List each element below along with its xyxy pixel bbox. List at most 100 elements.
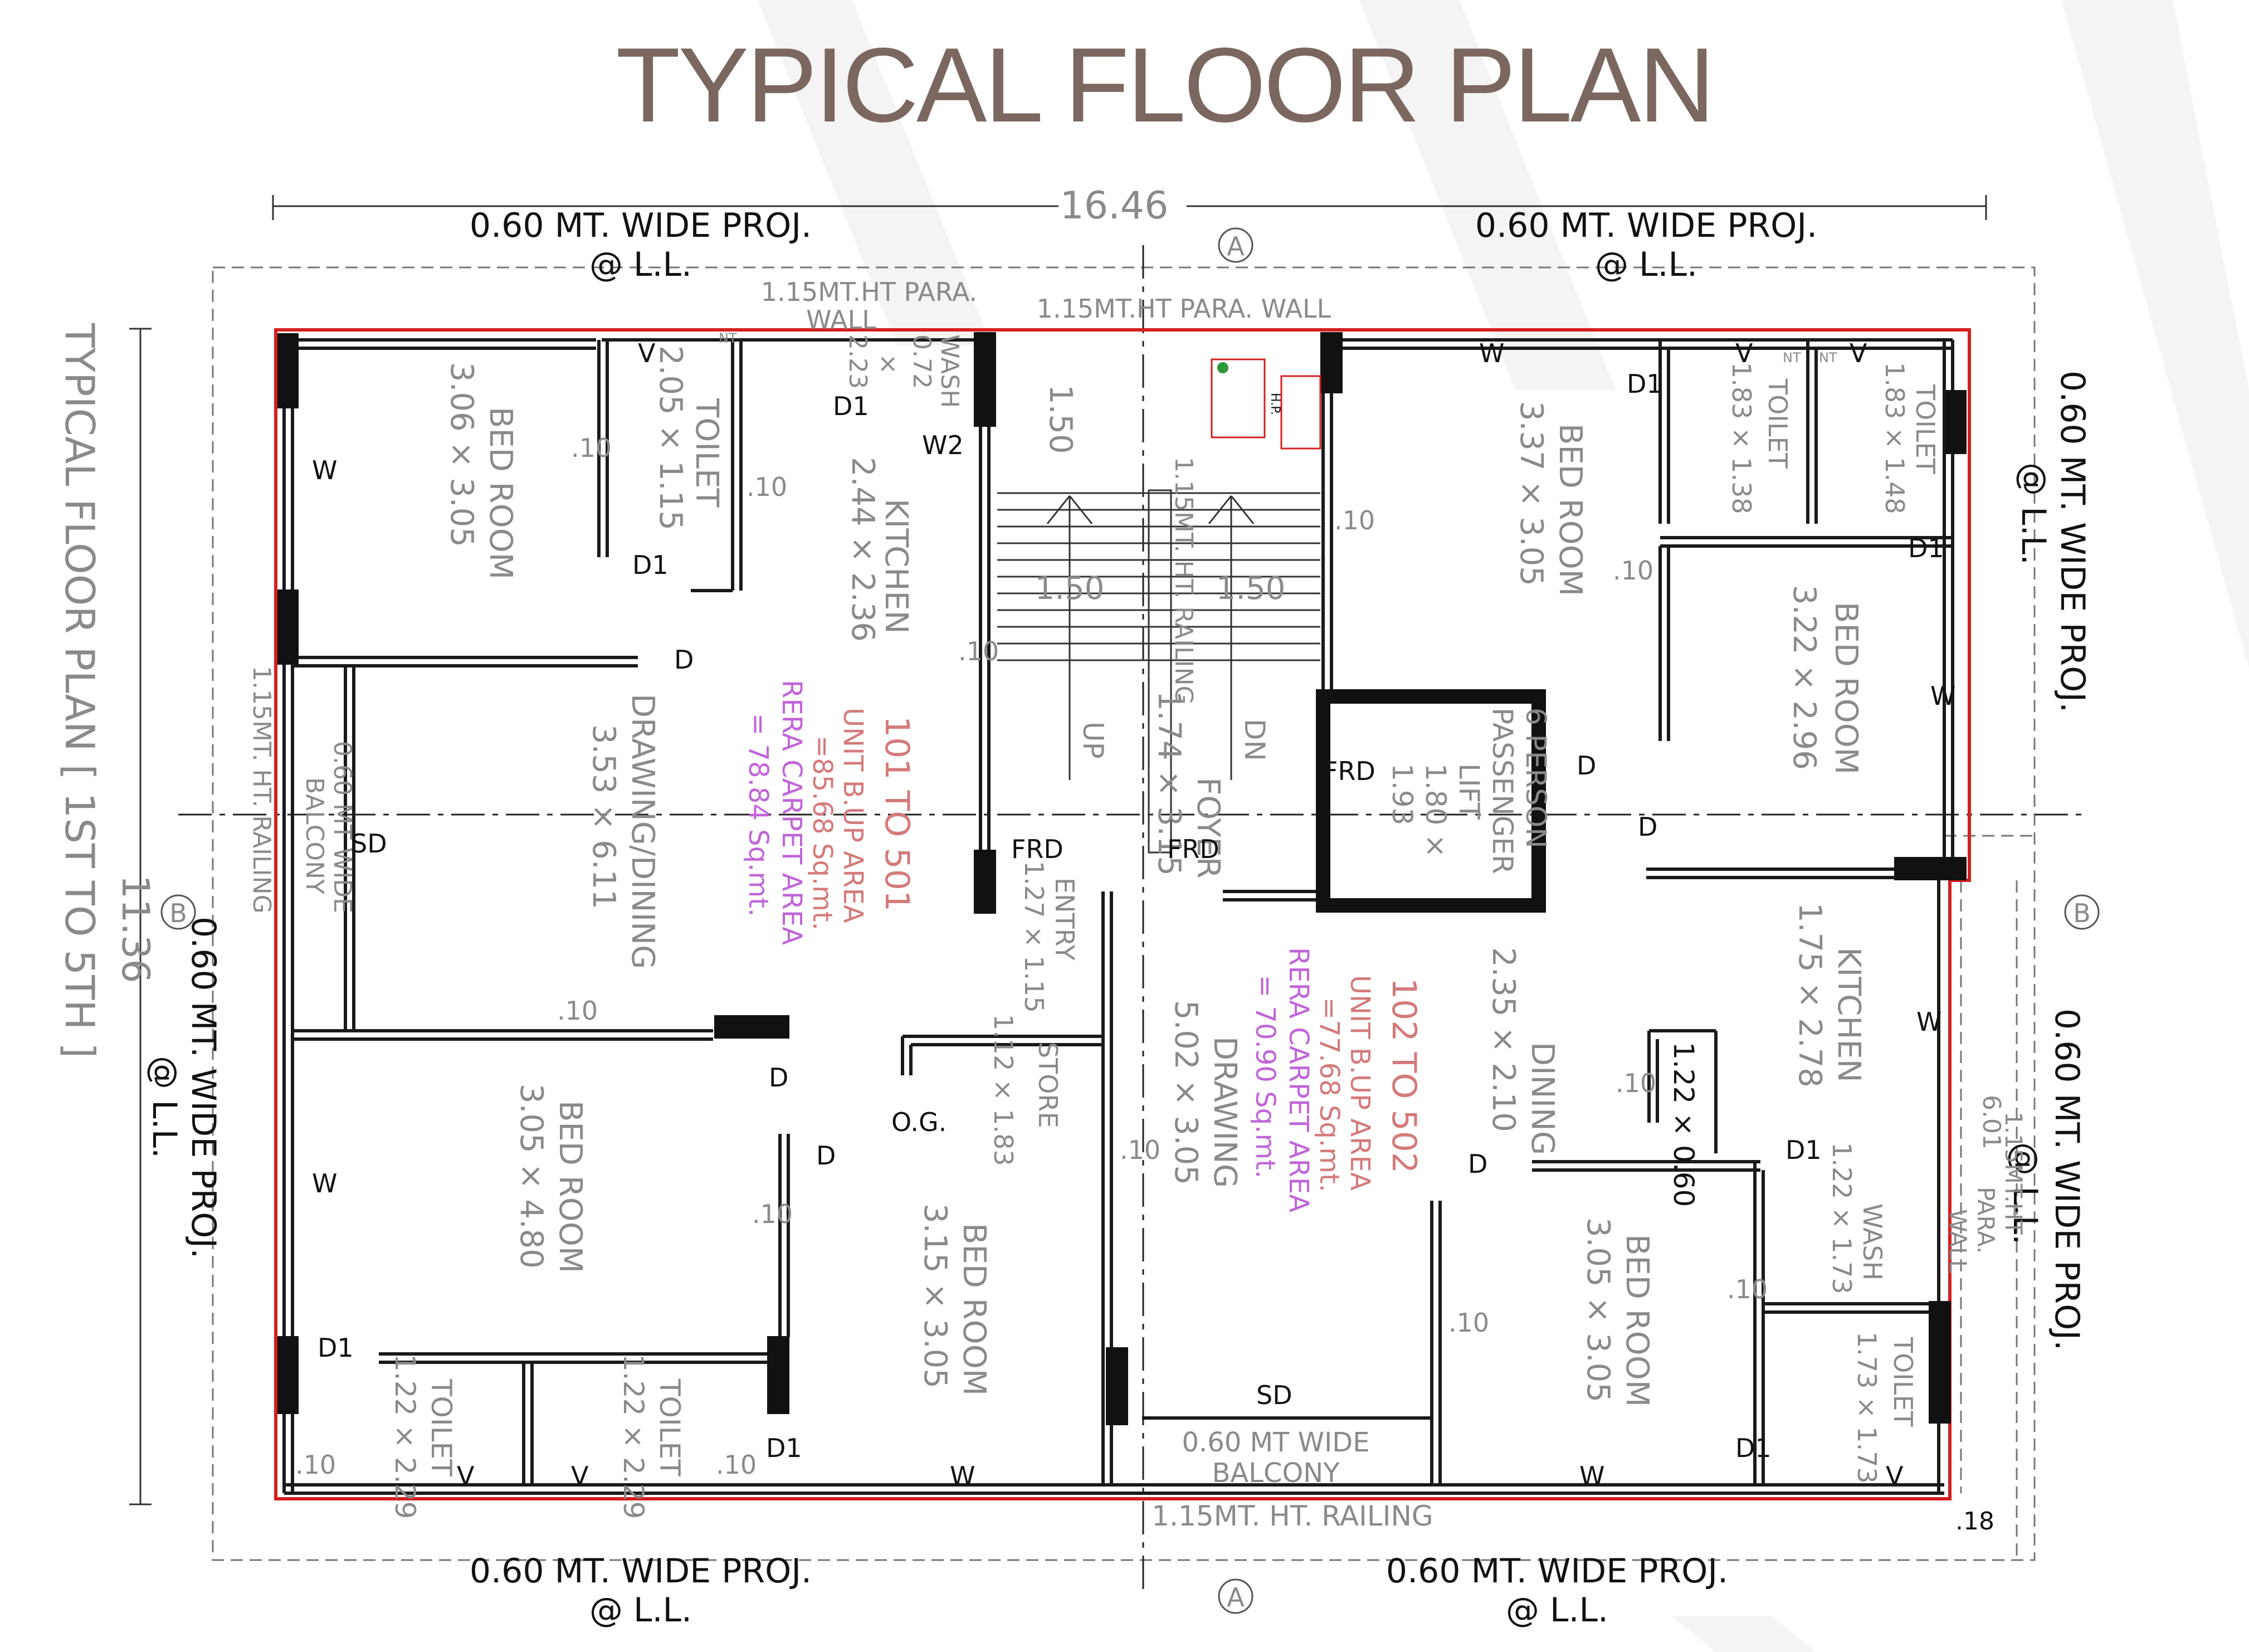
hp-label: H.P. bbox=[1268, 393, 1282, 415]
para-wall-top-left-1: 1.15MT.HT PARA. bbox=[761, 277, 977, 307]
hp-fixture bbox=[1211, 358, 1321, 450]
tag-thk-10: .10 bbox=[1616, 1068, 1656, 1098]
room-toilet-bl1-name: TOILET bbox=[425, 1378, 457, 1476]
room-bed-tr-name: BED ROOM bbox=[1552, 423, 1588, 596]
proj-top-left-1: 0.60 MT. WIDE PROJ. bbox=[470, 206, 812, 245]
rooms: BED ROOM 3.06 × 3.05 TOILET 2.05 × 1.15 … bbox=[300, 334, 1940, 1519]
unit-102-carpet-2: = 70.90 Sq.mt. bbox=[1250, 975, 1281, 1178]
corner-dim: .18 bbox=[1955, 1507, 1994, 1536]
tag-thk-7: .10 bbox=[752, 1199, 793, 1229]
room-drawing-r-name: DRAWING bbox=[1207, 1036, 1243, 1188]
room-wash-l-w: 0.72 bbox=[908, 334, 936, 389]
room-bed-bc-size: 3.15 × 3.05 bbox=[917, 1203, 953, 1388]
para-wall-top-left-2: WALL bbox=[806, 305, 876, 335]
room-bed-r-size: 3.22 × 2.96 bbox=[1786, 585, 1822, 770]
unit-102-carpet-1: RERA CARPET AREA bbox=[1283, 947, 1314, 1212]
section-marker-a-bottom: A bbox=[1227, 1582, 1245, 1612]
proj-right-lower-2: @ L.L. bbox=[2006, 1142, 2045, 1245]
overall-width: 16.46 bbox=[1060, 184, 1169, 228]
unit-101-buildup-1: UNIT B.UP AREA bbox=[837, 708, 869, 923]
room-toilet-bl1-size: 1.22 × 2.29 bbox=[389, 1354, 421, 1519]
tag-d1-6: D1 bbox=[1908, 533, 1944, 563]
background-chevrons bbox=[758, 0, 2249, 1652]
para-wall-top-center: 1.15MT.HT PARA. WALL bbox=[1037, 294, 1331, 324]
tag-w-4: W bbox=[1479, 338, 1504, 368]
room-bed-bl-size: 3.05 × 4.80 bbox=[513, 1084, 549, 1269]
tag-d-4: D bbox=[1577, 751, 1596, 781]
room-drawing-dining-l-name: DRAWING/DINING bbox=[625, 694, 661, 969]
tag-v-1: V bbox=[638, 338, 656, 368]
tag-thk-13: .10 bbox=[716, 1450, 757, 1480]
tag-d1-8: D1 bbox=[1735, 1433, 1772, 1463]
para-wall-right-3: WALL bbox=[1944, 1209, 1972, 1273]
proj-bottom-right-2: @ L.L. bbox=[1506, 1591, 1608, 1630]
tag-thk-2: .10 bbox=[747, 472, 787, 502]
tag-frd-2: FRD bbox=[1167, 834, 1219, 864]
tag-w2: W2 bbox=[922, 430, 964, 460]
tag-thk-6: .10 bbox=[557, 996, 598, 1026]
para-wall-right-2: PARA. bbox=[1972, 1187, 1999, 1254]
section-marker-a-top: A bbox=[1227, 231, 1245, 261]
section-axis bbox=[178, 245, 2084, 1593]
proj-bottom-left-2: @ L.L. bbox=[589, 1591, 692, 1630]
room-balcony-c-1: 0.60 MT WIDE bbox=[1182, 1427, 1369, 1458]
room-entry-name: ENTRY bbox=[1050, 878, 1080, 961]
room-toilet-tr1-name: TOILET bbox=[1763, 378, 1793, 469]
proj-top-right-1: 0.60 MT. WIDE PROJ. bbox=[1475, 206, 1817, 245]
room-bed-r-name: BED ROOM bbox=[1828, 602, 1864, 774]
room-wash-r-name: WASH bbox=[1857, 1203, 1887, 1280]
room-bed-tl-size: 3.06 × 3.05 bbox=[443, 362, 480, 547]
proj-bottom-right-1: 0.60 MT. WIDE PROJ. bbox=[1386, 1552, 1728, 1591]
room-wash-r-size: 1.22 × 1.73 bbox=[1827, 1142, 1857, 1294]
tag-w-2: W bbox=[312, 1168, 337, 1198]
room-drawing-r-size: 5.02 × 3.05 bbox=[1168, 1000, 1204, 1185]
room-lift-1: 6 PERSON bbox=[1520, 708, 1552, 849]
tag-d1-4: D1 bbox=[766, 1433, 802, 1463]
stair-landing-left: 1.50 bbox=[1035, 571, 1105, 607]
room-bed-tr-size: 3.37 × 3.05 bbox=[1513, 401, 1549, 586]
room-toilet-tr2-name: TOILET bbox=[1910, 384, 1940, 475]
tag-thk-1: .10 bbox=[571, 433, 612, 463]
staircase bbox=[997, 489, 1320, 854]
overall-depth: 11.36 bbox=[113, 875, 157, 983]
tag-thk-5: .10 bbox=[1613, 555, 1653, 586]
proj-right-upper-2: @ L.L. bbox=[2014, 462, 2053, 565]
room-bed-tl-name: BED ROOM bbox=[482, 407, 519, 579]
tag-nt-2: NT bbox=[1783, 350, 1801, 366]
room-toilet-tl-size: 2.05 × 1.15 bbox=[652, 345, 689, 530]
section-marker-b-right: B bbox=[2073, 898, 2091, 928]
unit-102: 102 TO 502 UNIT B.UP AREA =77.68 Sq.mt. … bbox=[1250, 947, 1423, 1212]
room-lift-4: 1.80 × bbox=[1419, 763, 1452, 857]
room-toilet-br-name: TOILET bbox=[1888, 1337, 1918, 1427]
room-bed-bl-name: BED ROOM bbox=[552, 1100, 588, 1273]
tag-w-3: W bbox=[950, 1461, 975, 1491]
stair-landing-right: 1.50 bbox=[1216, 571, 1286, 607]
room-toilet-bl2-name: TOILET bbox=[653, 1378, 686, 1476]
tag-nt-3: NT bbox=[1819, 350, 1837, 366]
right-edge-dim: 6.01 bbox=[1977, 1095, 2006, 1149]
room-bed-bc-name: BED ROOM bbox=[956, 1223, 992, 1396]
proj-top-left-2: @ L.L. bbox=[589, 245, 692, 284]
room-lift-3: LIFT bbox=[1453, 763, 1485, 820]
railing-stair: 1.15MT. HT. RAILING bbox=[1169, 457, 1198, 705]
tag-d1-1: D1 bbox=[632, 550, 669, 580]
proj-left-2: @ L.L. bbox=[145, 1056, 184, 1158]
tag-thk-11: .10 bbox=[1727, 1274, 1768, 1304]
room-balcony-l-1: 0.60 MT WIDE bbox=[328, 741, 357, 913]
room-bed-br-name: BED ROOM bbox=[1619, 1234, 1655, 1407]
tag-d-6: D bbox=[1468, 1149, 1487, 1179]
room-balcony-l-2: BALCONY bbox=[300, 777, 329, 894]
room-drawing-dining-l-size: 3.53 × 6.11 bbox=[586, 724, 622, 909]
proj-top-right-2: @ L.L. bbox=[1595, 245, 1697, 284]
unit-102-name: 102 TO 502 bbox=[1384, 978, 1423, 1173]
room-foyer-size: 1.74 × 3.15 bbox=[1151, 691, 1187, 876]
tag-d-5: D bbox=[1638, 812, 1657, 842]
tag-d1-3: D1 bbox=[318, 1333, 354, 1363]
dimension-lines bbox=[129, 195, 1987, 1505]
room-lift-2: PASSENGER bbox=[1486, 708, 1519, 874]
projection-outline bbox=[212, 266, 2036, 1561]
tag-v-3: V bbox=[1850, 338, 1867, 368]
tag-thk-9: .10 bbox=[1448, 1308, 1489, 1338]
unit-101-buildup-2: =85.68 Sq.mt. bbox=[807, 735, 838, 930]
room-kitchen-l-name: KITCHEN bbox=[878, 499, 914, 634]
